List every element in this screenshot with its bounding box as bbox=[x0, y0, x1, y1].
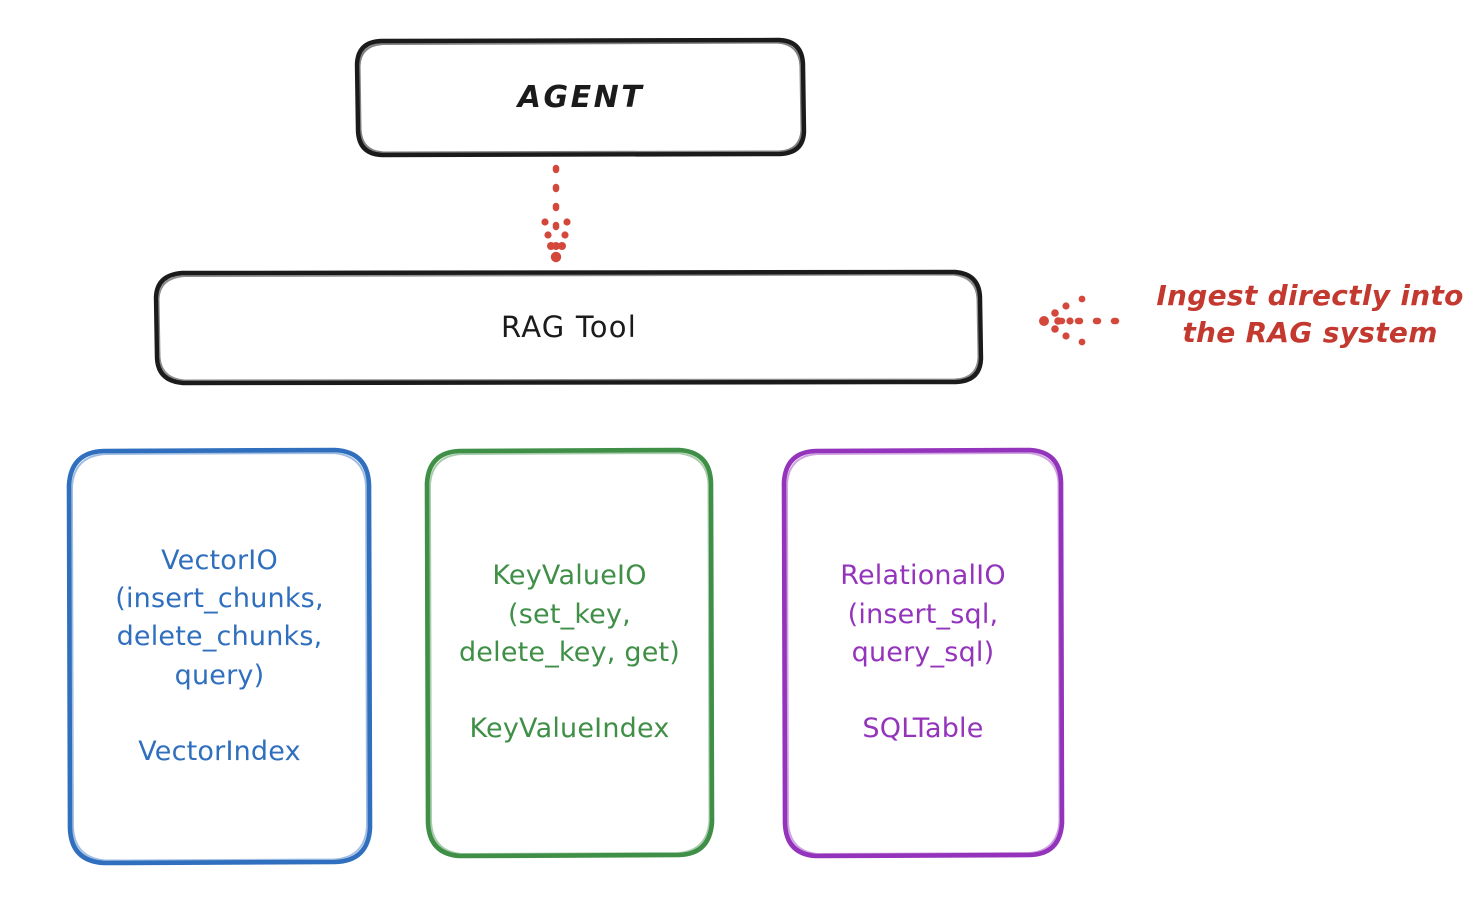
key-value-io-node[interactable]: KeyValueIO (set_key, delete_key, get) Ke… bbox=[428, 450, 711, 856]
ingest-annotation-connector bbox=[1039, 295, 1129, 346]
agent-box-shape bbox=[354, 37, 807, 158]
agent-to-rag-connector bbox=[541, 164, 571, 263]
vector-io-label: VectorIO (insert_chunks, delete_chunks, … bbox=[115, 544, 324, 768]
ingest-annotation: Ingest directly into the RAG system bbox=[1145, 278, 1475, 352]
key-value-io-box-shape bbox=[424, 447, 715, 859]
agent-node[interactable]: AGENT bbox=[358, 40, 804, 155]
key-value-io-label: KeyValueIO (set_key, delete_key, get) Ke… bbox=[458, 560, 681, 745]
rag-tool-box-shape bbox=[153, 269, 984, 386]
relational-io-label: RelationalIO (insert_sql, query_sql) SQL… bbox=[840, 560, 1006, 745]
vector-io-box-shape bbox=[66, 447, 373, 866]
agent-label: AGENT bbox=[517, 80, 645, 115]
vector-io-node[interactable]: VectorIO (insert_chunks, delete_chunks, … bbox=[70, 450, 369, 863]
relational-io-box-shape bbox=[781, 447, 1065, 859]
ingest-annotation-text: Ingest directly into the RAG system bbox=[1156, 279, 1464, 349]
rag-tool-label: RAG Tool bbox=[501, 309, 637, 344]
relational-io-node[interactable]: RelationalIO (insert_sql, query_sql) SQL… bbox=[785, 450, 1061, 856]
rag-tool-node[interactable]: RAG Tool bbox=[157, 272, 981, 383]
